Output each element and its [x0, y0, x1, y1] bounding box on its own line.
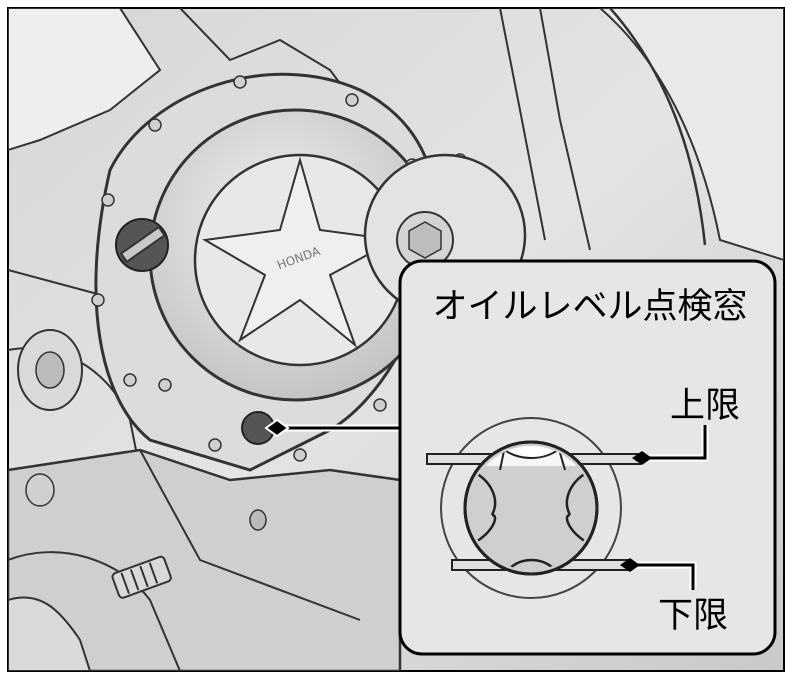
inset-title: オイルレベル点検窓 [432, 287, 747, 327]
sight-window [426, 417, 641, 599]
lower-limit-marker [620, 558, 697, 590]
upper-limit-label: 上限 [670, 386, 740, 426]
upper-limit-marker [632, 425, 709, 465]
inset-callout: オイルレベル点検窓 上限 下限 [398, 259, 777, 656]
engine-drawing [8, 8, 784, 671]
lower-limit-label: 下限 [658, 596, 728, 636]
leader-line [264, 418, 405, 438]
